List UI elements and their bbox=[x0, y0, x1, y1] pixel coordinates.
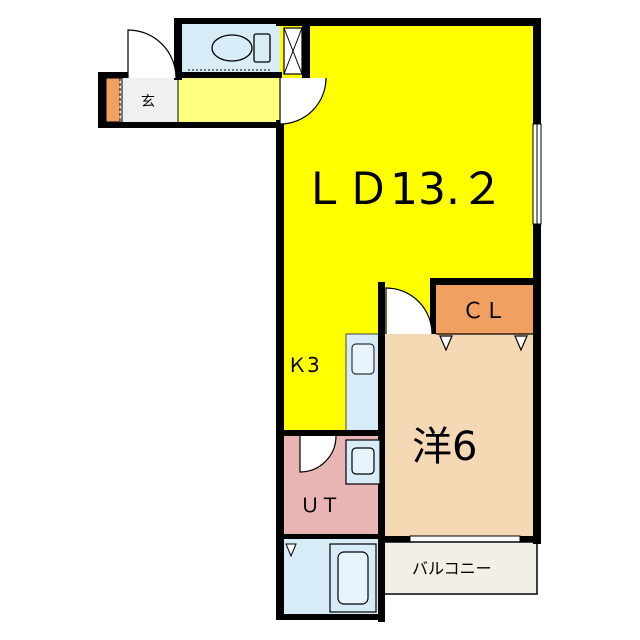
ld-room bbox=[280, 22, 537, 434]
hall-floor bbox=[178, 76, 280, 124]
entrance-floor bbox=[120, 76, 178, 124]
closet-door-marks bbox=[436, 333, 533, 352]
entrance-label: 玄 bbox=[141, 93, 155, 110]
balcony bbox=[381, 543, 537, 593]
ld-label: ＬＤ13.２ bbox=[302, 164, 504, 215]
kitchen-sink-icon bbox=[351, 343, 375, 375]
closet-label: ＣＬ bbox=[462, 299, 506, 324]
western-label: 洋6 bbox=[412, 424, 477, 470]
washbasin-icon bbox=[345, 439, 381, 485]
kitchen-label: Ｋ3 bbox=[287, 353, 320, 377]
closet bbox=[432, 282, 537, 334]
western-room bbox=[381, 334, 537, 538]
toilet-icon bbox=[211, 33, 271, 63]
pipe-shaft-icon bbox=[283, 27, 303, 75]
window-balcony bbox=[409, 535, 521, 543]
door-swings bbox=[127, 29, 433, 473]
utility-label: ＵＴ bbox=[300, 493, 340, 517]
balcony-label: バルコニー bbox=[412, 559, 492, 578]
bathtub-icon bbox=[285, 543, 377, 613]
